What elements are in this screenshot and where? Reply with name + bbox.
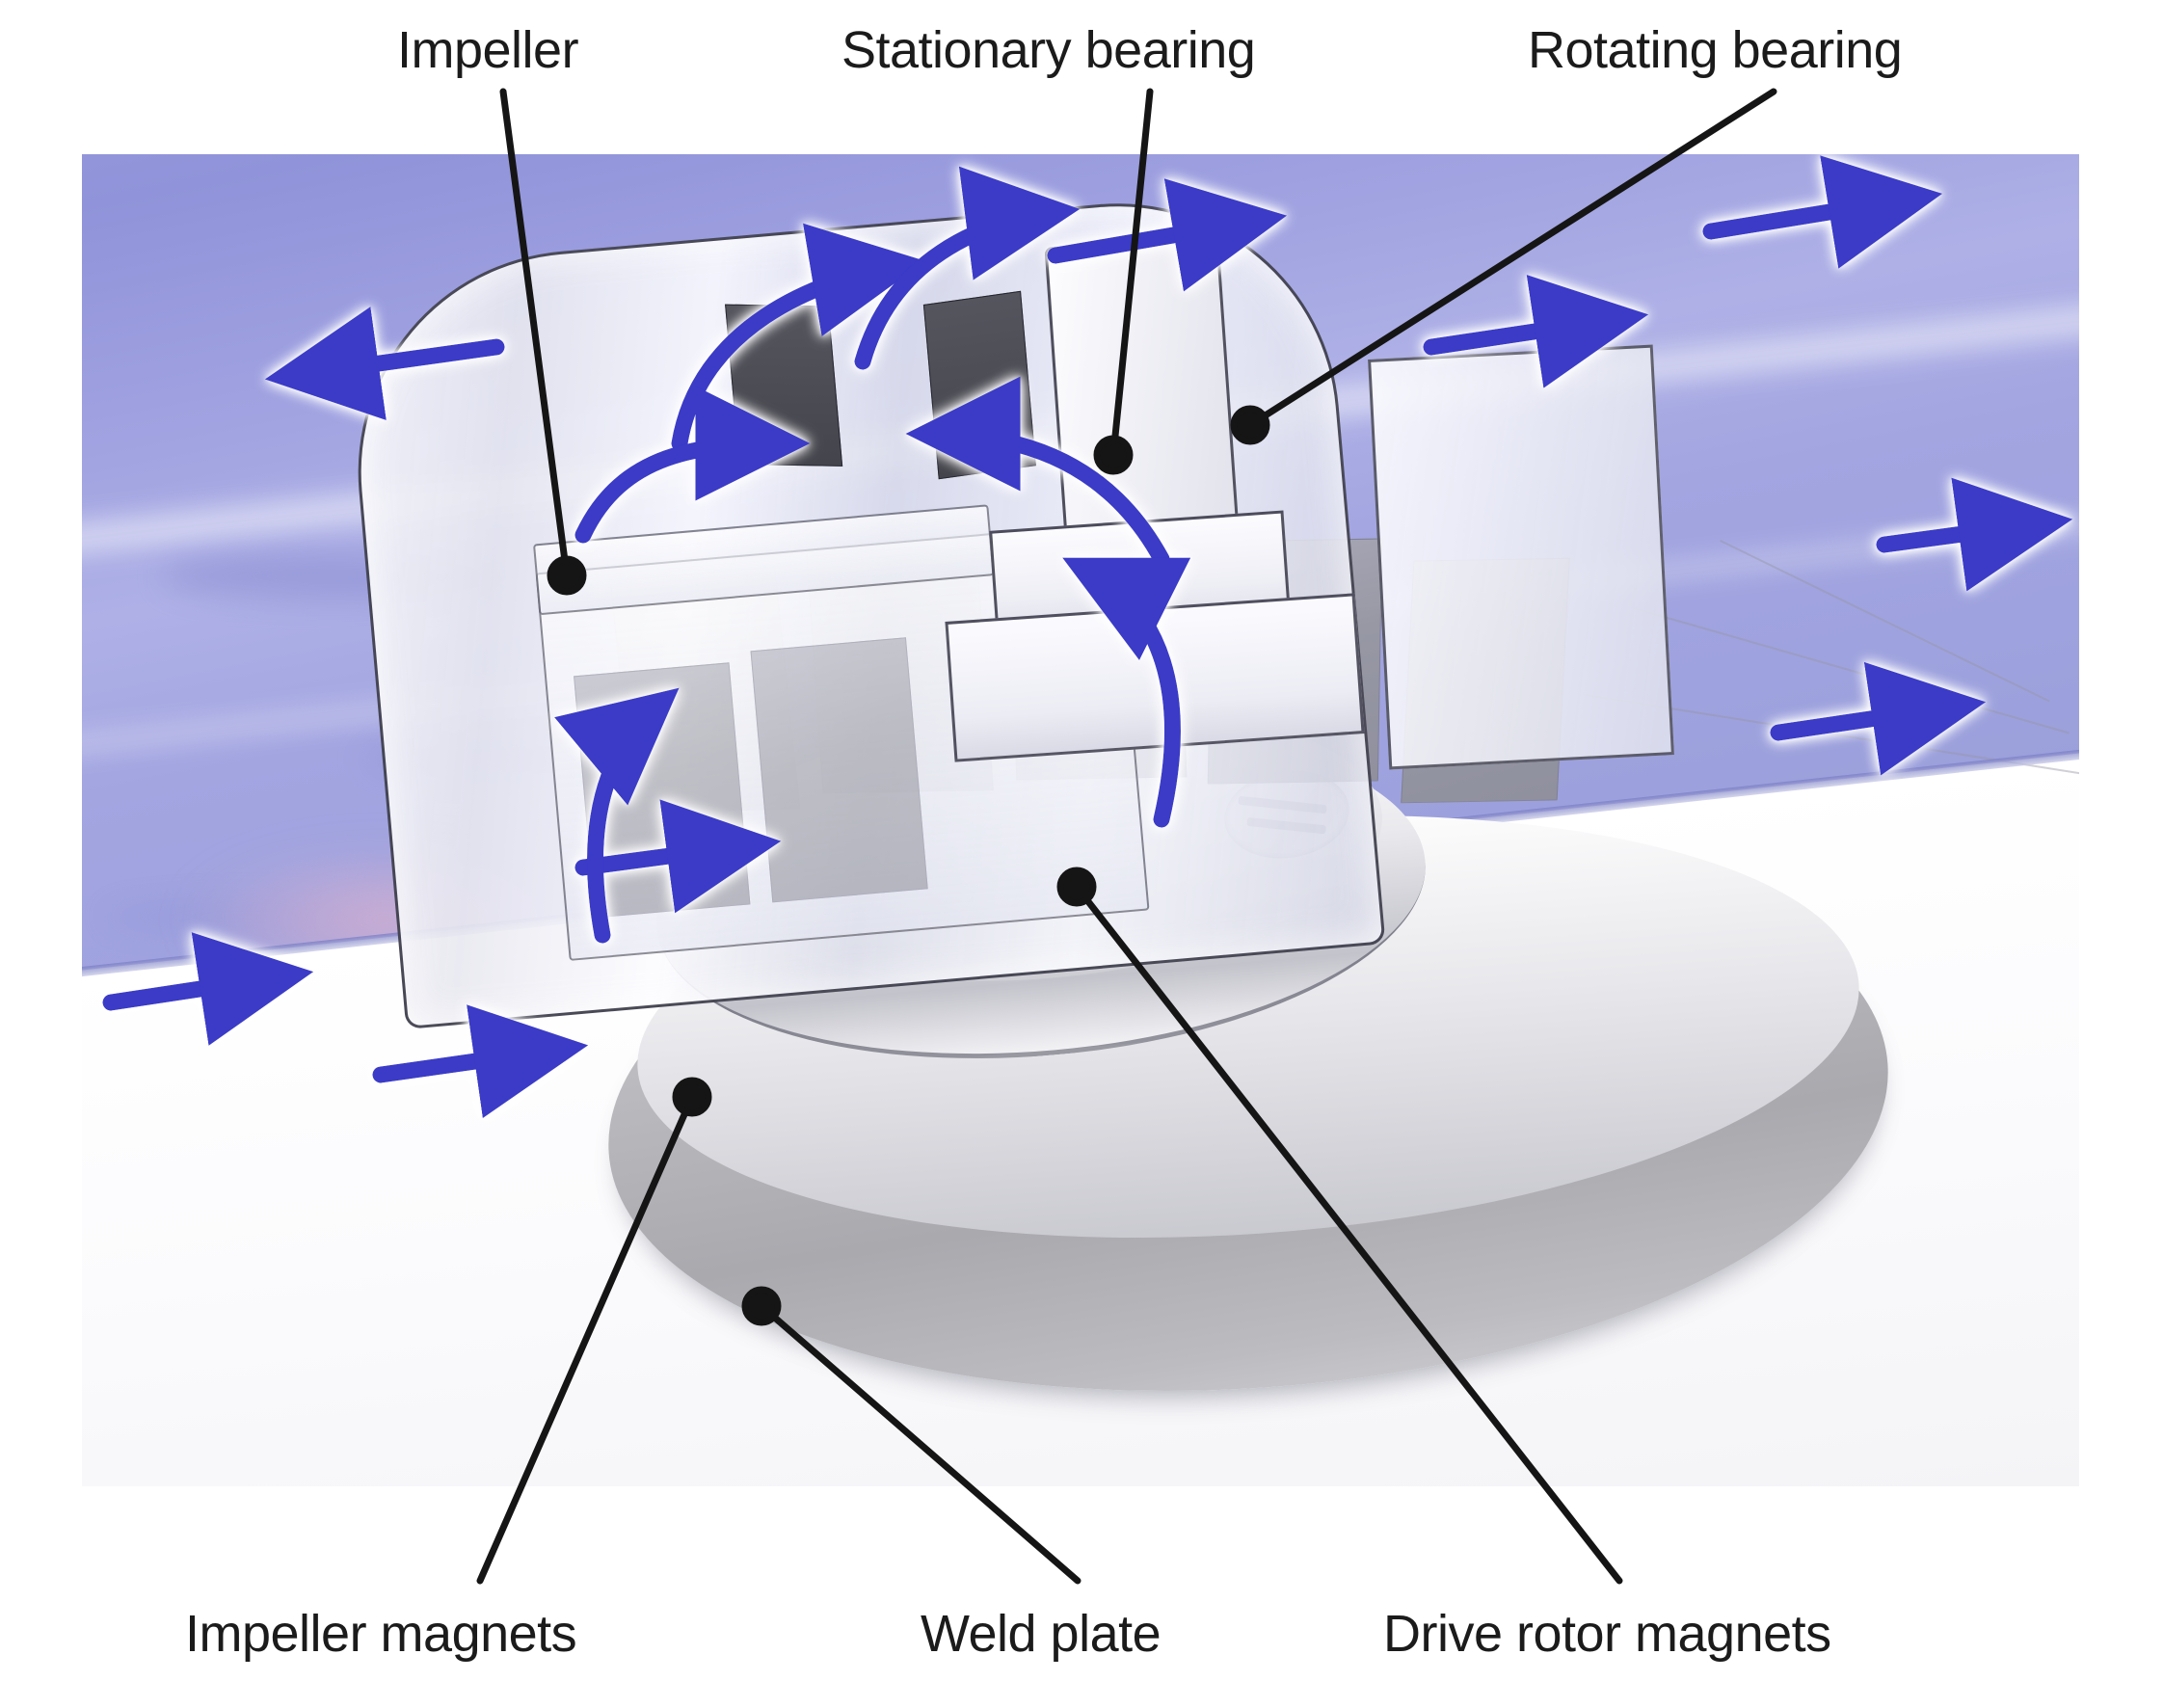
flow-arrow-right: [102, 932, 314, 1046]
flow-arrow-layer: [102, 155, 2073, 1119]
flow-arrow-right: [1770, 661, 1987, 776]
label-weld-plate: Weld plate: [921, 1605, 1162, 1663]
flow-arrow-up-curve: [671, 223, 926, 452]
flow-arrow-left-curve: [905, 376, 1170, 568]
flow-arrow-right: [1047, 178, 1288, 292]
pump-cutaway-illustration: [82, 154, 2079, 1486]
flow-arrow-right-curve: [574, 386, 811, 544]
label-drive-rotor-magnets: Drive rotor magnets: [1383, 1605, 1831, 1663]
flow-arrow-right: [1702, 155, 1943, 269]
label-stationary-bearing: Stationary bearing: [841, 21, 1256, 79]
flow-arrow-right: [574, 799, 782, 914]
flow-arrow-right: [1423, 275, 1649, 388]
label-impeller: Impeller: [397, 21, 579, 79]
flow-arrow-up-curve: [554, 687, 680, 944]
flow-arrow-right: [1876, 477, 2073, 592]
flow-arrow-left: [264, 307, 505, 421]
label-rotating-bearing: Rotating bearing: [1528, 21, 1903, 79]
label-impeller-magnets: Impeller magnets: [185, 1605, 577, 1663]
flow-arrow-right: [372, 1004, 589, 1119]
flow-arrow-up-curve: [1062, 557, 1191, 828]
flow-arrow-up-curve: [854, 166, 1081, 370]
